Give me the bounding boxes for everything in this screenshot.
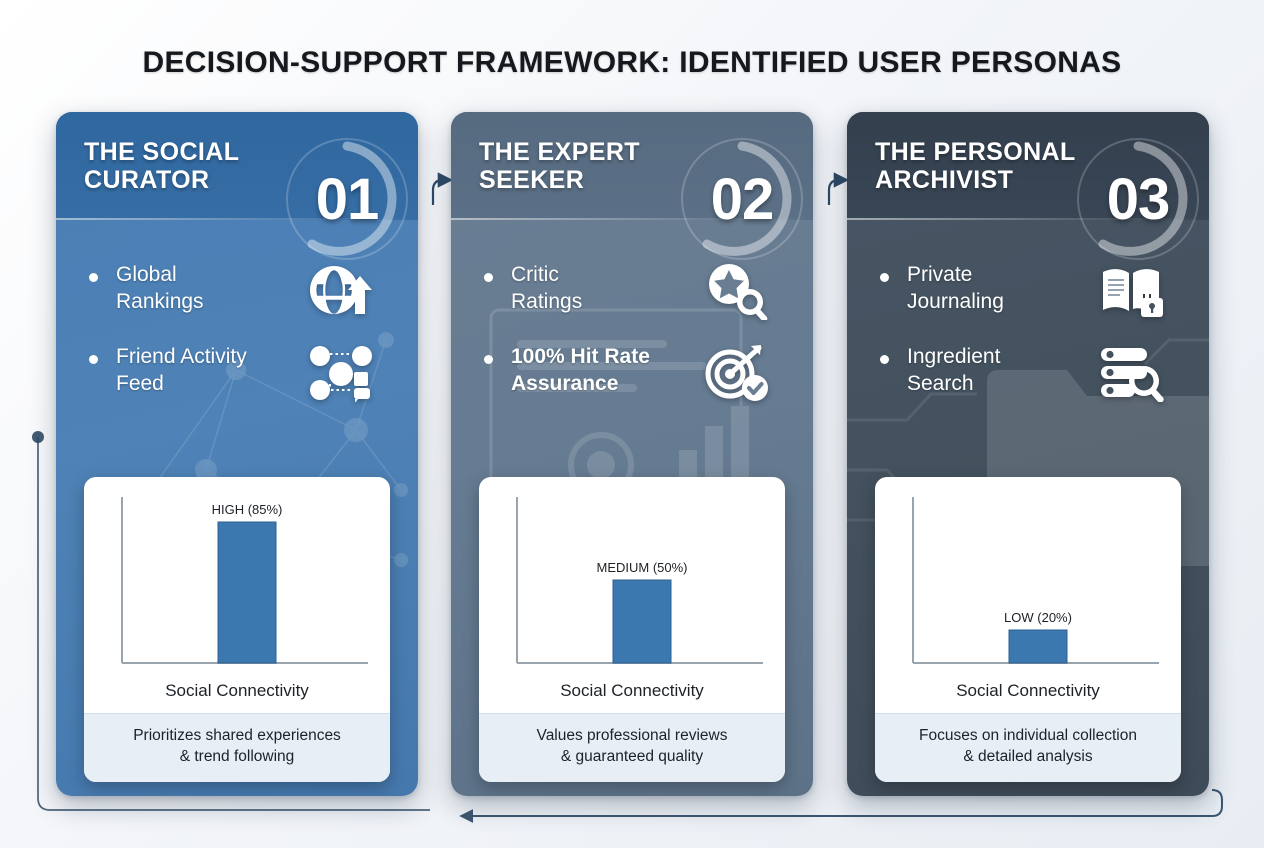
card-header: THE EXPERT SEEKER 02 [451, 112, 813, 260]
bullet-label: 100% Hit Rate Assurance [511, 345, 650, 395]
persona-number: 02 [710, 166, 775, 232]
card-footer-caption: Focuses on individual collection & detai… [875, 713, 1181, 782]
bar-chart-social-connectivity: LOW (20%) [912, 497, 1159, 664]
chart-panel: LOW (20%) Social Connectivity Focuses on… [875, 477, 1181, 782]
chart-panel: HIGH (85%) Social Connectivity Prioritiz… [84, 477, 390, 782]
bar-value [612, 579, 672, 664]
persona-number-badge: 02 [677, 134, 807, 264]
bullet-label: Private Journaling [907, 263, 1004, 313]
bar-data-label: HIGH (85%) [212, 502, 283, 517]
bar-value [217, 521, 277, 664]
persona-card-expert-seeker[interactable]: THE EXPERT SEEKER 02 Critic Ratings [451, 112, 813, 796]
bullet-list: Global Rankings Friend Activity Feed [56, 220, 418, 406]
bullet-dot-icon [880, 355, 889, 364]
chart-x-axis-label: Social Connectivity [560, 681, 704, 700]
bullet-item: 100% Hit Rate Assurance [481, 344, 813, 406]
bullet-label: Critic Ratings [511, 263, 583, 313]
chart-area: LOW (20%) [875, 477, 1181, 677]
bullet-item: Friend Activity Feed [86, 344, 418, 406]
bullet-item: Global Rankings [86, 262, 418, 324]
book-lock-icon [1103, 269, 1163, 317]
persona-number: 01 [315, 166, 380, 232]
card-footer-caption: Prioritizes shared experiences & trend f… [84, 713, 390, 782]
bullet-item: Ingredient Search [877, 344, 1209, 406]
persona-card-social-curator[interactable]: THE SOCIAL CURATOR 01 Global Rankings [56, 112, 418, 796]
persona-title: THE EXPERT SEEKER [479, 138, 640, 194]
persona-card-personal-archivist[interactable]: THE PERSONAL ARCHIVIST 03 Private Journa… [847, 112, 1209, 796]
connector-card1-to-card2 [431, 172, 454, 205]
feedback-origin-dot [32, 431, 44, 443]
bar-value [1008, 629, 1068, 664]
bar-data-label: LOW (20%) [1004, 610, 1072, 625]
persona-title: THE PERSONAL ARCHIVIST [875, 138, 1076, 194]
star-search-icon [709, 264, 768, 320]
card-header: THE SOCIAL CURATOR 01 [56, 112, 418, 260]
persona-number-badge: 01 [282, 134, 412, 264]
chart-x-axis-label: Social Connectivity [165, 681, 309, 700]
bullet-item: Critic Ratings [481, 262, 813, 324]
page-title: DECISION-SUPPORT FRAMEWORK: IDENTIFIED U… [142, 46, 1122, 79]
bar-data-label: MEDIUM (50%) [596, 560, 687, 575]
connector-card2-to-card3 [827, 172, 850, 205]
bar-chart-social-connectivity: HIGH (85%) [121, 497, 368, 664]
chart-area: HIGH (85%) [84, 477, 390, 677]
bullet-list: Private Journaling [847, 220, 1209, 406]
globe-arrow-icon [310, 266, 372, 314]
bullet-label: Friend Activity Feed [116, 345, 247, 395]
persona-number-badge: 03 [1073, 134, 1203, 264]
bullet-dot-icon [89, 355, 98, 364]
bullet-dot-icon [484, 355, 493, 364]
bullet-label: Global Rankings [116, 263, 204, 313]
database-search-icon [1101, 348, 1164, 402]
card-header: THE PERSONAL ARCHIVIST 03 [847, 112, 1209, 260]
bar-chart-social-connectivity: MEDIUM (50%) [516, 497, 763, 664]
bullet-dot-icon [880, 273, 889, 282]
bullet-item: Private Journaling [877, 262, 1209, 324]
persona-number: 03 [1106, 166, 1171, 232]
people-network-icon [310, 346, 372, 402]
card-footer-caption: Values professional reviews & guaranteed… [479, 713, 785, 782]
bullet-dot-icon [484, 273, 493, 282]
chart-x-axis-label: Social Connectivity [956, 681, 1100, 700]
chart-panel: MEDIUM (50%) Social Connectivity Values … [479, 477, 785, 782]
bullet-dot-icon [89, 273, 98, 282]
bullet-label: Ingredient Search [907, 345, 1001, 395]
persona-title: THE SOCIAL CURATOR [84, 138, 240, 194]
bullet-list: Critic Ratings 100% Hit Rate Assurance [451, 220, 813, 406]
target-check-icon [705, 345, 768, 401]
chart-area: MEDIUM (50%) [479, 477, 785, 677]
